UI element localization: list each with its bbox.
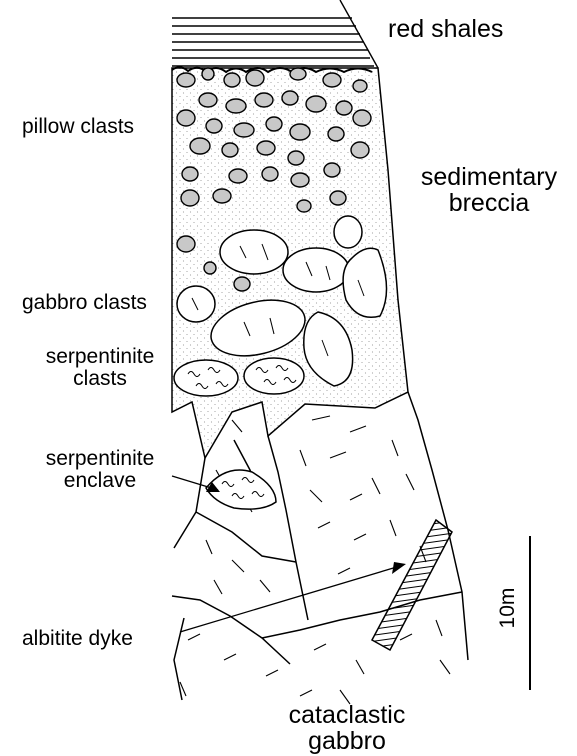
cataclastic-gabbro-line1: cataclastic xyxy=(289,701,406,729)
red-shales-label: red shales xyxy=(388,16,503,42)
albitite-dyke-label: albitite dyke xyxy=(22,628,133,650)
pillow-clasts-label: pillow clasts xyxy=(22,116,134,138)
dyke-leader xyxy=(180,566,400,632)
serpentinite-enclave-line2: enclave xyxy=(64,469,136,492)
sedimentary-breccia-line2: breccia xyxy=(449,189,530,217)
serpentinite-clasts-line2: clasts xyxy=(73,367,127,390)
cataclastic-gabbro-label: cataclastic gabbro xyxy=(262,702,432,755)
cataclastic-gabbro-line2: gabbro xyxy=(308,727,386,755)
serpentinite-enclave-line1: serpentinite xyxy=(46,447,155,470)
sedimentary-breccia-label: sedimentary breccia xyxy=(404,164,574,217)
serpentinite-clasts-label: serpentinite clasts xyxy=(30,346,170,390)
serpentinite-clasts-line1: serpentinite xyxy=(46,345,155,368)
serpentinite-enclave-label: serpentinite enclave xyxy=(30,448,170,492)
gabbro-clasts-label: gabbro clasts xyxy=(22,292,147,314)
sedimentary-breccia-line1: sedimentary xyxy=(421,163,557,191)
red-shales-unit xyxy=(172,0,378,68)
gabbro-texture-dashes xyxy=(180,416,450,704)
scale-bar-label: 10m xyxy=(496,578,520,638)
